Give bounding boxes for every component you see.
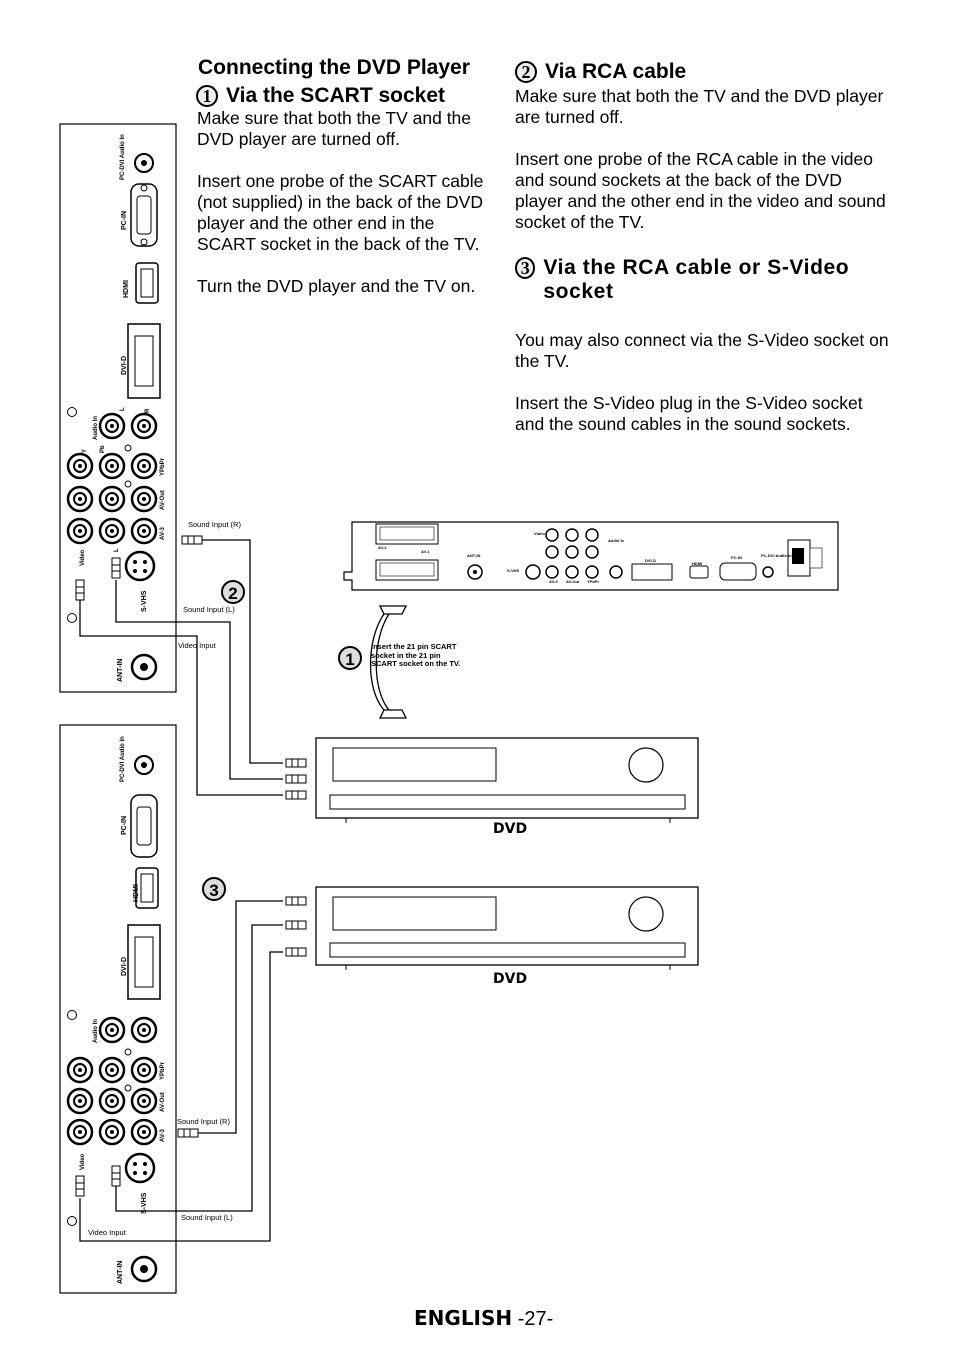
rear-label: HDMI — [692, 561, 702, 566]
sound-r-label: Sound Input (R) — [188, 520, 241, 529]
rear-label: PC-DVI Audio In — [761, 553, 792, 558]
panel-label: YPbPr — [160, 1061, 166, 1080]
panel-label: AV-Out — [160, 1092, 166, 1112]
panel-label: S-VHS — [141, 1192, 148, 1214]
badge-1: 1 — [338, 646, 362, 670]
panel-label: Audio In — [93, 416, 99, 440]
dvd-label: DVD — [493, 821, 528, 837]
panel-label: R — [145, 408, 151, 413]
page-number: -27- — [517, 1308, 554, 1330]
rear-label: PC-IN — [731, 555, 742, 560]
scart-cable — [369, 605, 408, 719]
dvd-player-2 — [315, 886, 699, 970]
panel-label: Y — [82, 449, 88, 453]
footer-language: ENGLISH — [414, 1306, 513, 1330]
panel-label: PC-DVI Audio In — [120, 134, 126, 180]
rear-label: YPbPr — [587, 579, 599, 584]
video-input-label: Video Input — [88, 1228, 127, 1237]
panel-label: PC-IN — [121, 816, 128, 835]
section-2-body: Make sure that both the TV and the DVD p… — [515, 86, 891, 233]
panel-label: Video — [80, 549, 86, 566]
svg-text:3: 3 — [209, 881, 218, 900]
panel-label: Pb — [100, 445, 106, 453]
rear-label: ANT-IN — [467, 553, 480, 558]
panel-label: S-VHS — [141, 590, 148, 612]
rca-cables-top — [79, 539, 283, 796]
panel-label: ANT-IN — [117, 1261, 124, 1284]
section-1-title: Via the SCART socket — [226, 84, 446, 107]
badge-2: 2 — [221, 580, 245, 604]
panel-label: AV-Out — [160, 490, 166, 510]
svg-text:1: 1 — [345, 650, 354, 669]
section-3-title: Via the RCA cable or S-Video socket — [543, 256, 850, 303]
panel-label: Video — [80, 1153, 86, 1170]
section-1-paragraph: Make sure that both the TV and the DVD p… — [197, 108, 472, 149]
step-2-badge: 2 — [515, 61, 537, 83]
badge-3: 3 — [202, 877, 226, 901]
page-title: Connecting the DVD Player — [198, 56, 470, 79]
panel-label: ANT-IN — [117, 659, 124, 682]
section-3-body: You may also connect via the S-Video soc… — [515, 330, 892, 435]
sound-l-label: Sound Input (L) — [183, 605, 235, 614]
tv-rear-panel: AV-2 AV-1 ANT-IN S-VHS Video Audio In AV… — [343, 521, 839, 591]
panel-label: HDMI — [123, 280, 130, 298]
panel-label: YPbPr — [160, 457, 166, 476]
panel-label: HDMI — [133, 884, 140, 902]
section-3-paragraph: You may also connect via the S-Video soc… — [515, 330, 889, 371]
section-1-body: Make sure that both the TV and the DVD p… — [197, 108, 495, 297]
rear-label: S-VHS — [507, 568, 520, 573]
page-footer: ENGLISH -27- — [414, 1306, 553, 1331]
rear-label: AV-3 — [549, 579, 558, 584]
section-3-paragraph: Insert the S-Video plug in the S-Video s… — [515, 393, 863, 434]
panel-label: AV-3 — [160, 1128, 166, 1142]
step-3-badge: 3 — [515, 257, 536, 279]
section-2-paragraph: Insert one probe of the RCA cable in the… — [515, 149, 886, 232]
tv-side-panel-bottom: PC-DVI Audio In PC-IN HDMI DVI-D Audio I… — [59, 724, 177, 1294]
section-1-paragraph: Turn the DVD player and the TV on. — [197, 276, 476, 296]
sound-l-label: Sound Input (L) — [181, 1213, 233, 1222]
section-2-heading: 2 Via RCA cable — [515, 60, 686, 84]
scart-note: Insert the 21 pin SCART socket in the 21… — [371, 642, 461, 668]
rear-label: AV-1 — [421, 549, 430, 554]
rear-label: AV-Out — [566, 579, 580, 584]
panel-label: PC-IN — [121, 211, 128, 230]
rear-label: DVI-D — [645, 558, 656, 563]
rear-label: Audio In — [608, 538, 625, 543]
svideo-cables-bottom — [79, 900, 283, 1242]
panel-label: L — [120, 407, 126, 411]
panel-label: L — [114, 548, 120, 552]
panel-label: AV-3 — [160, 526, 166, 540]
panel-label: DVI-D — [121, 957, 128, 976]
section-3-heading: 3 Via the RCA cable or S-Video socket — [515, 256, 892, 304]
video-input-label: Video Input — [178, 641, 217, 650]
tv-side-panel-top: PC-DVI Audio In PC-IN HDMI DVI-D Audio I… — [59, 123, 177, 693]
section-1-heading: 1 Via the SCART socket — [196, 84, 445, 108]
panel-label: Audio In — [93, 1019, 99, 1043]
dvd-player-1 — [315, 737, 699, 823]
sound-r-label: Sound Input (R) — [177, 1117, 230, 1126]
panel-label: PC-DVI Audio In — [120, 736, 126, 782]
panel-label: DVI-D — [121, 356, 128, 375]
section-2-paragraph: Make sure that both the TV and the DVD p… — [515, 86, 884, 127]
rear-label: AV-2 — [378, 545, 387, 550]
svg-text:2: 2 — [228, 584, 237, 603]
rear-label: Video — [534, 531, 545, 536]
section-2-title: Via RCA cable — [545, 60, 687, 83]
step-1-badge: 1 — [196, 85, 218, 107]
dvd-label: DVD — [493, 971, 528, 987]
section-1-paragraph: Insert one probe of the SCART cable (not… — [197, 171, 484, 254]
